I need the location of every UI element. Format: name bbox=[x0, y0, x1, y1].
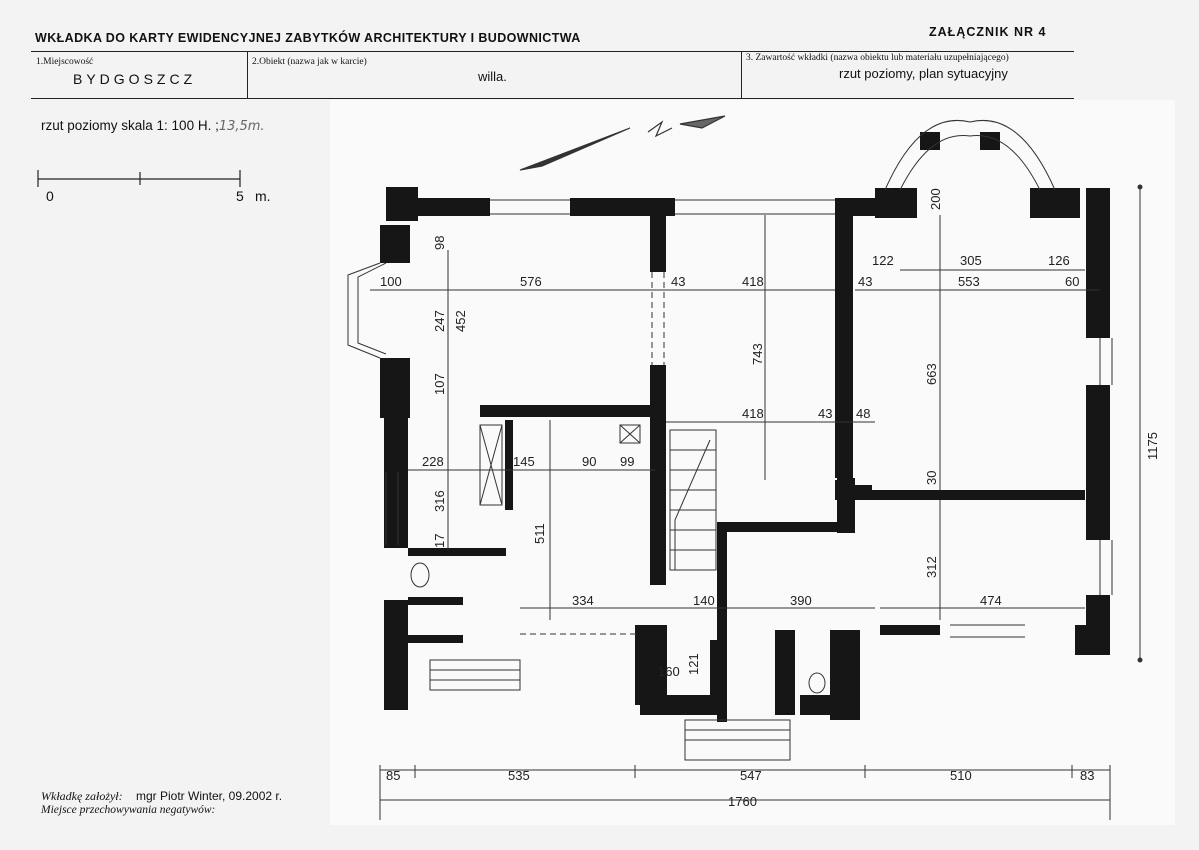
dim-b510: 510 bbox=[950, 768, 972, 783]
scale-bar-unit: m. bbox=[255, 188, 271, 204]
dim-43c: 43 bbox=[818, 406, 832, 421]
document-title: WKŁADKA DO KARTY EWIDENCYJNEJ ZABYTKÓW A… bbox=[35, 31, 581, 45]
contents-value: rzut poziomy, plan sytuacyjny bbox=[839, 66, 1008, 81]
author-line: Wkładkę założył: mgr Piotr Winter, 09.20… bbox=[41, 789, 282, 804]
scale-bar-end: 5 bbox=[236, 188, 244, 204]
dim-228: 228 bbox=[422, 454, 444, 469]
dim-418b: 418 bbox=[742, 406, 764, 421]
scale-caption: rzut poziomy skala 1: 100 H. ;13,5m. bbox=[41, 118, 265, 134]
dim-126: 126 bbox=[1048, 253, 1070, 268]
object-value: willa. bbox=[478, 69, 507, 84]
dim-30: 30 bbox=[924, 471, 939, 485]
field-divider-1 bbox=[247, 52, 248, 99]
dim-121: 121 bbox=[686, 653, 701, 675]
header-bottom-rule bbox=[31, 98, 1074, 99]
dim-107: 107 bbox=[432, 373, 447, 395]
locality-value: BYDGOSZCZ bbox=[73, 71, 197, 87]
dim-390: 390 bbox=[790, 593, 812, 608]
author-label: Wkładkę założył: bbox=[41, 789, 123, 803]
dim-316: 316 bbox=[432, 490, 447, 512]
scale-text: rzut poziomy skala 1: 100 H. ; bbox=[41, 118, 219, 133]
dim-663: 663 bbox=[924, 363, 939, 385]
dim-1175: 1175 bbox=[1145, 432, 1160, 460]
dim-b1760: 1760 bbox=[728, 794, 757, 809]
dim-418a: 418 bbox=[742, 274, 764, 289]
dim-145: 145 bbox=[513, 454, 535, 469]
dim-b83: 83 bbox=[1080, 768, 1094, 783]
header-top-rule bbox=[31, 51, 1074, 52]
negatives-label: Miejsce przechowywania negatywów: bbox=[41, 804, 216, 816]
floor-plan: 98 100 576 43 418 43 553 60 122 305 126 … bbox=[347, 115, 1160, 820]
locality-label: 1.Miejscowość bbox=[36, 57, 94, 67]
dim-60: 60 bbox=[1065, 274, 1079, 289]
scale-bar-start: 0 bbox=[46, 188, 54, 204]
dim-99: 99 bbox=[620, 454, 634, 469]
dim-305: 305 bbox=[960, 253, 982, 268]
contents-label: 3. Zawartość wkładki (nazwa obiektu lub … bbox=[746, 53, 1009, 63]
dim-43b: 43 bbox=[858, 274, 872, 289]
dim-122: 122 bbox=[872, 253, 894, 268]
scale-bar bbox=[37, 170, 241, 187]
floor-plan-photo-area: 98 100 576 43 418 43 553 60 122 305 126 … bbox=[330, 100, 1175, 825]
dim-100: 100 bbox=[380, 274, 402, 289]
dim-b535: 535 bbox=[508, 768, 530, 783]
dim-452: 452 bbox=[453, 310, 468, 332]
dim-140: 140 bbox=[693, 593, 715, 608]
dim-17: 17 bbox=[432, 534, 447, 548]
dim-48: 48 bbox=[856, 406, 870, 421]
dim-511: 511 bbox=[532, 523, 547, 544]
dim-98: 98 bbox=[432, 236, 447, 250]
dim-90: 90 bbox=[582, 454, 596, 469]
annex-number: ZAŁĄCZNIK NR 4 bbox=[929, 25, 1047, 39]
dim-b547: 547 bbox=[740, 768, 762, 783]
dim-247: 247 bbox=[432, 310, 447, 332]
dim-576: 576 bbox=[520, 274, 542, 289]
dim-743: 743 bbox=[750, 343, 765, 365]
dim-553: 553 bbox=[958, 274, 980, 289]
dim-200: 200 bbox=[928, 188, 943, 210]
thin-lines bbox=[347, 120, 1143, 820]
dim-b85: 85 bbox=[386, 768, 400, 783]
author-value: mgr Piotr Winter, 09.2002 r. bbox=[135, 789, 283, 803]
dim-334: 334 bbox=[572, 593, 594, 608]
north-arrow-icon bbox=[519, 115, 726, 171]
dimension-labels: 98 100 576 43 418 43 553 60 122 305 126 … bbox=[380, 188, 1160, 809]
dim-43a: 43 bbox=[671, 274, 685, 289]
object-label: 2.Obiekt (nazwa jak w karcie) bbox=[252, 57, 367, 67]
dim-474: 474 bbox=[980, 593, 1002, 608]
walls bbox=[380, 132, 1110, 722]
dim-312: 312 bbox=[924, 556, 939, 578]
dim-160: 160 bbox=[658, 664, 680, 679]
field-divider-2 bbox=[741, 52, 742, 99]
height-handwritten: 13,5m. bbox=[218, 119, 265, 134]
